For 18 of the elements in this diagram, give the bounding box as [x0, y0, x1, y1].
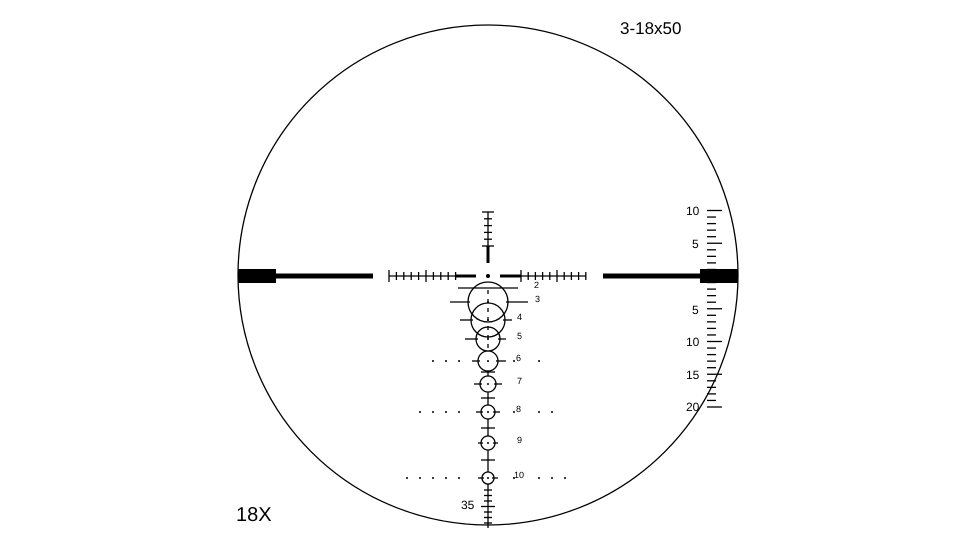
- scale-number: 10: [686, 205, 700, 217]
- scale-number: 15: [686, 369, 700, 381]
- holdover-number: 5: [517, 332, 522, 341]
- scale-number: 5: [692, 304, 699, 316]
- holdover-number: 6: [516, 354, 522, 363]
- holdover-number: 10: [514, 471, 524, 480]
- magnification-label: 18X: [236, 505, 272, 525]
- holdover-number: 9: [517, 436, 522, 445]
- holdover-number: 4: [517, 313, 522, 322]
- scale-number: 5: [692, 238, 699, 250]
- scale-number: 10: [686, 336, 700, 348]
- magnification-range-label: 3-18x50: [620, 20, 682, 37]
- scale-number: 20: [686, 401, 700, 413]
- scale-number: 35: [461, 499, 474, 511]
- holdover-number: 8: [516, 405, 522, 414]
- holdover-number: 3: [535, 295, 540, 304]
- holdover-number: 2: [534, 281, 540, 290]
- holdover-number: 7: [517, 377, 522, 386]
